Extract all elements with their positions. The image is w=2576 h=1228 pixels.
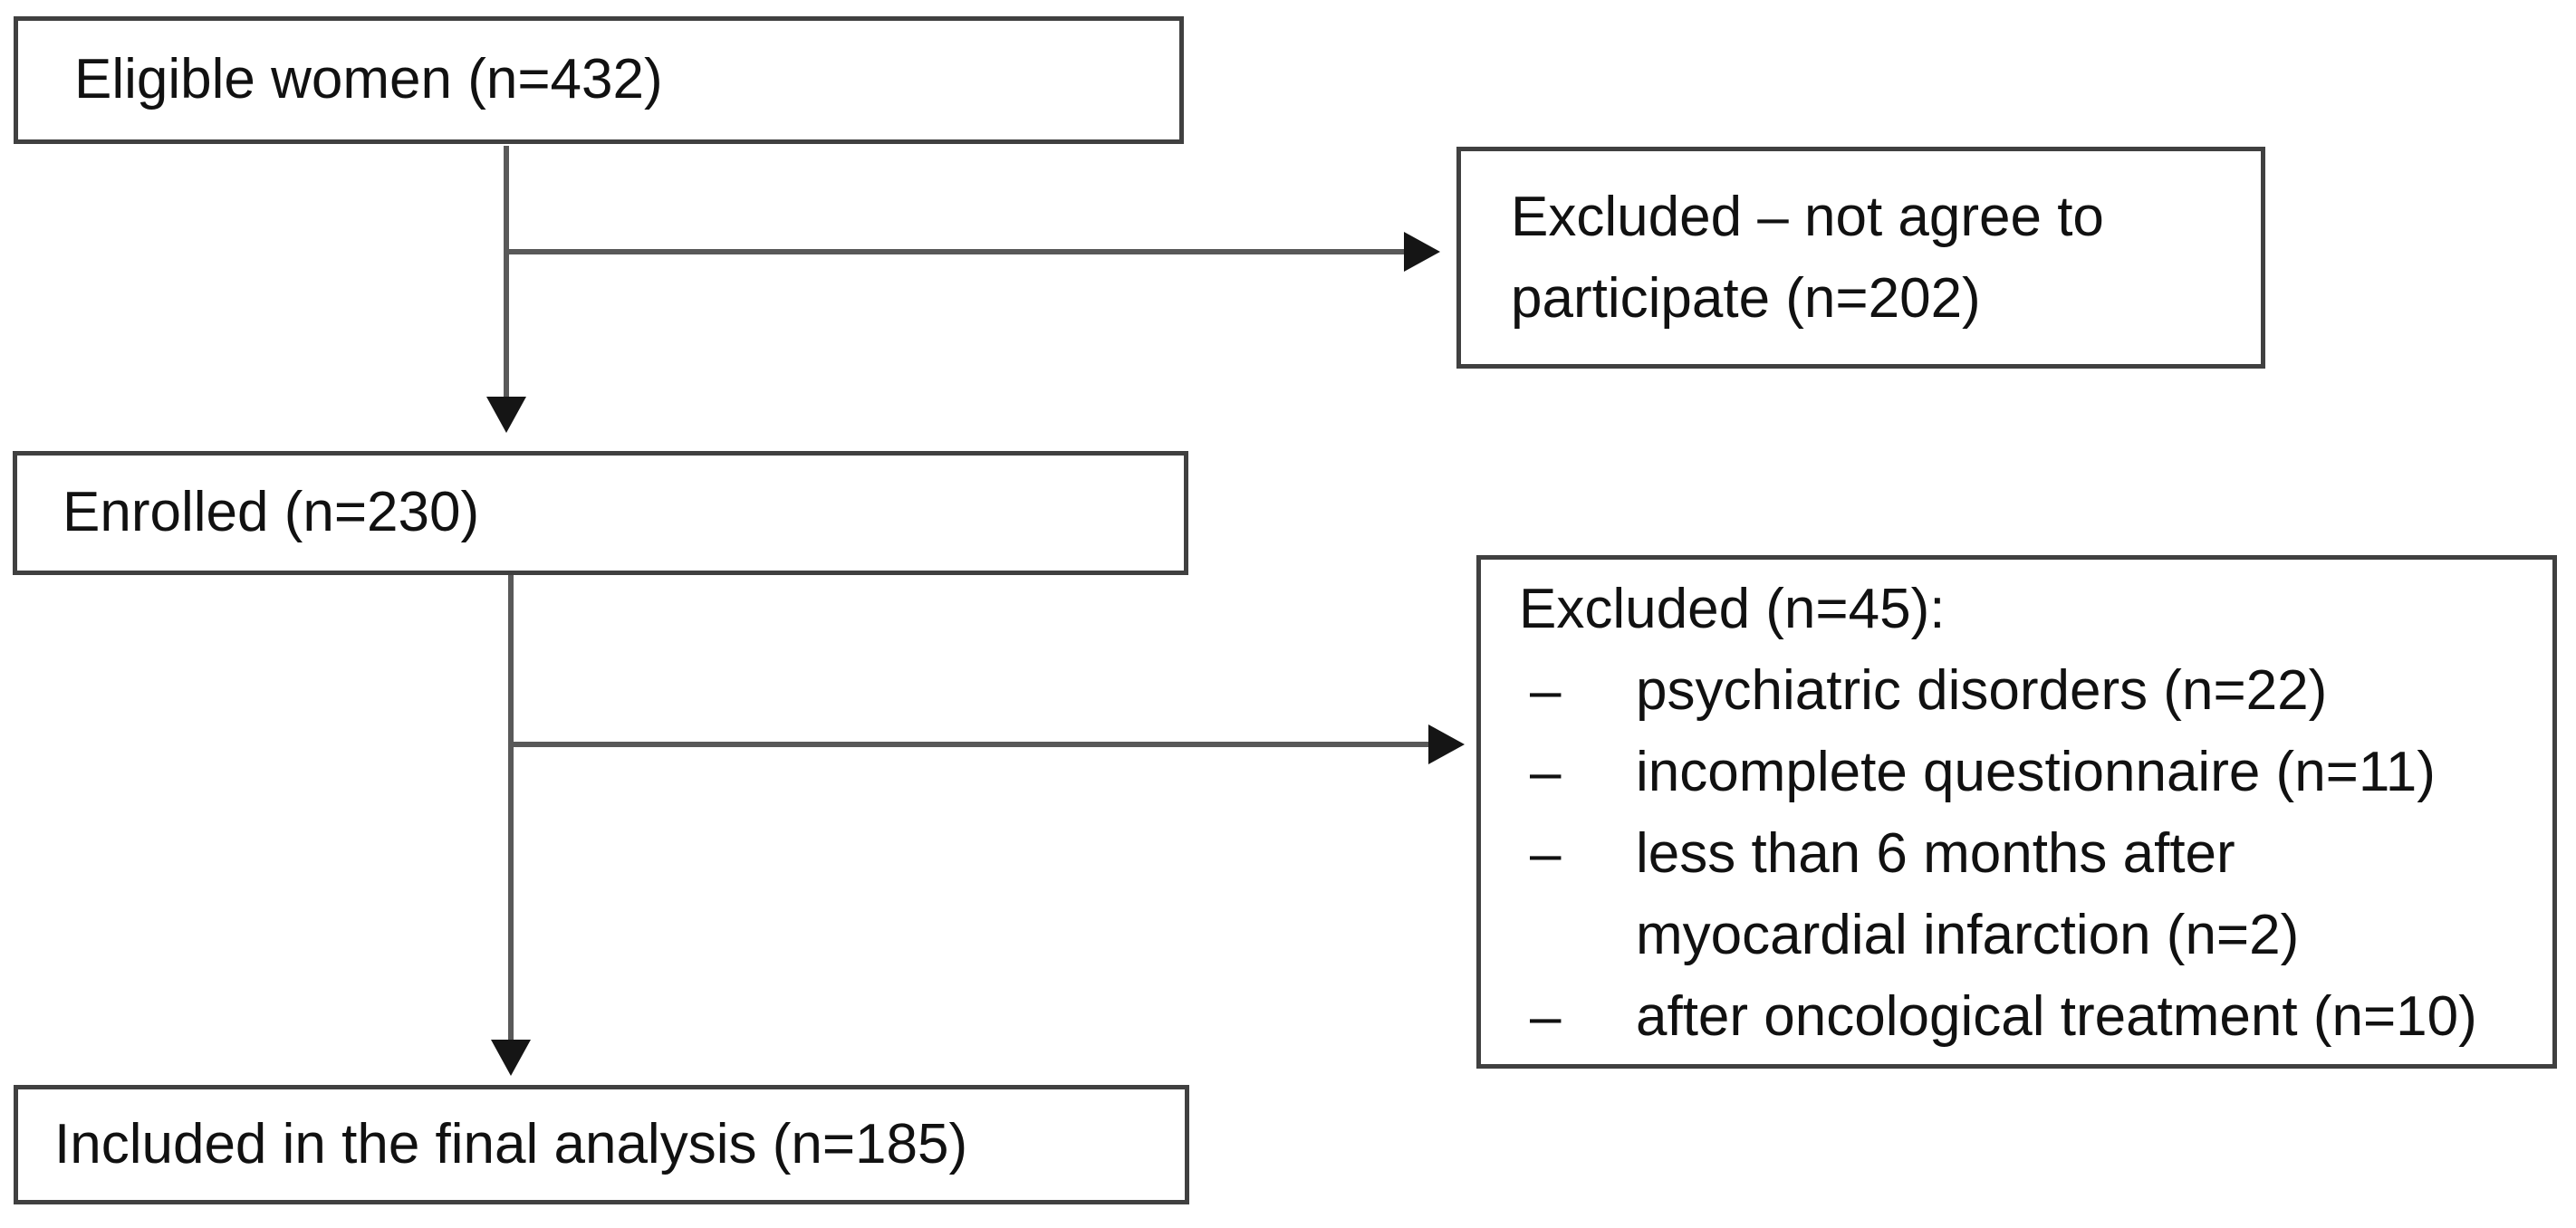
list-item: – less than 6 months after myocardial in… (1530, 813, 2552, 976)
arrowhead-right-excluded-icon (1404, 232, 1440, 272)
excluded-reason-oncological: after oncological treatment (n=10) (1636, 985, 2477, 1048)
connector-eligible-to-excluded (504, 249, 1404, 254)
dash-bullet-icon: – (1530, 985, 1562, 1048)
excluded-not-agree-label: Excluded – not agree to participate (n=2… (1511, 185, 2104, 330)
included-box-label: Included in the final analysis (n=185) (54, 1112, 968, 1175)
excluded-reasons-box: Excluded (n=45): – psychiatric disorders… (1476, 555, 2557, 1069)
excluded-reason-psychiatric: psychiatric disorders (n=22) (1636, 659, 2328, 722)
arrowhead-right-excluded-reasons-icon (1428, 724, 1465, 764)
list-item: – after oncological treatment (n=10) (1530, 976, 2552, 1058)
excluded-not-agree-box: Excluded – not agree to participate (n=2… (1456, 147, 2265, 369)
connector-enrolled-to-excluded (508, 742, 1428, 747)
dash-bullet-icon: – (1530, 822, 1562, 885)
arrowhead-down-enrolled-icon (486, 397, 526, 433)
list-item: – incomplete questionnaire (n=11) (1530, 732, 2552, 813)
connector-enrolled-to-included (508, 574, 514, 1040)
excluded-reason-infarction: less than 6 months after myocardial infa… (1636, 822, 2300, 966)
eligible-box: Eligible women (n=432) (14, 16, 1184, 144)
dash-bullet-icon: – (1530, 741, 1562, 803)
included-box: Included in the final analysis (n=185) (14, 1085, 1189, 1204)
enrolled-box-label: Enrolled (n=230) (62, 481, 480, 544)
enrolled-box: Enrolled (n=230) (13, 451, 1188, 575)
excluded-reason-questionnaire: incomplete questionnaire (n=11) (1636, 741, 2436, 803)
excluded-reasons-title: Excluded (n=45): (1519, 578, 1946, 640)
arrowhead-down-included-icon (491, 1040, 531, 1076)
connector-eligible-to-enrolled (504, 146, 509, 398)
list-item: – psychiatric disorders (n=22) (1530, 650, 2552, 732)
dash-bullet-icon: – (1530, 659, 1562, 722)
eligible-box-label: Eligible women (n=432) (74, 48, 663, 111)
